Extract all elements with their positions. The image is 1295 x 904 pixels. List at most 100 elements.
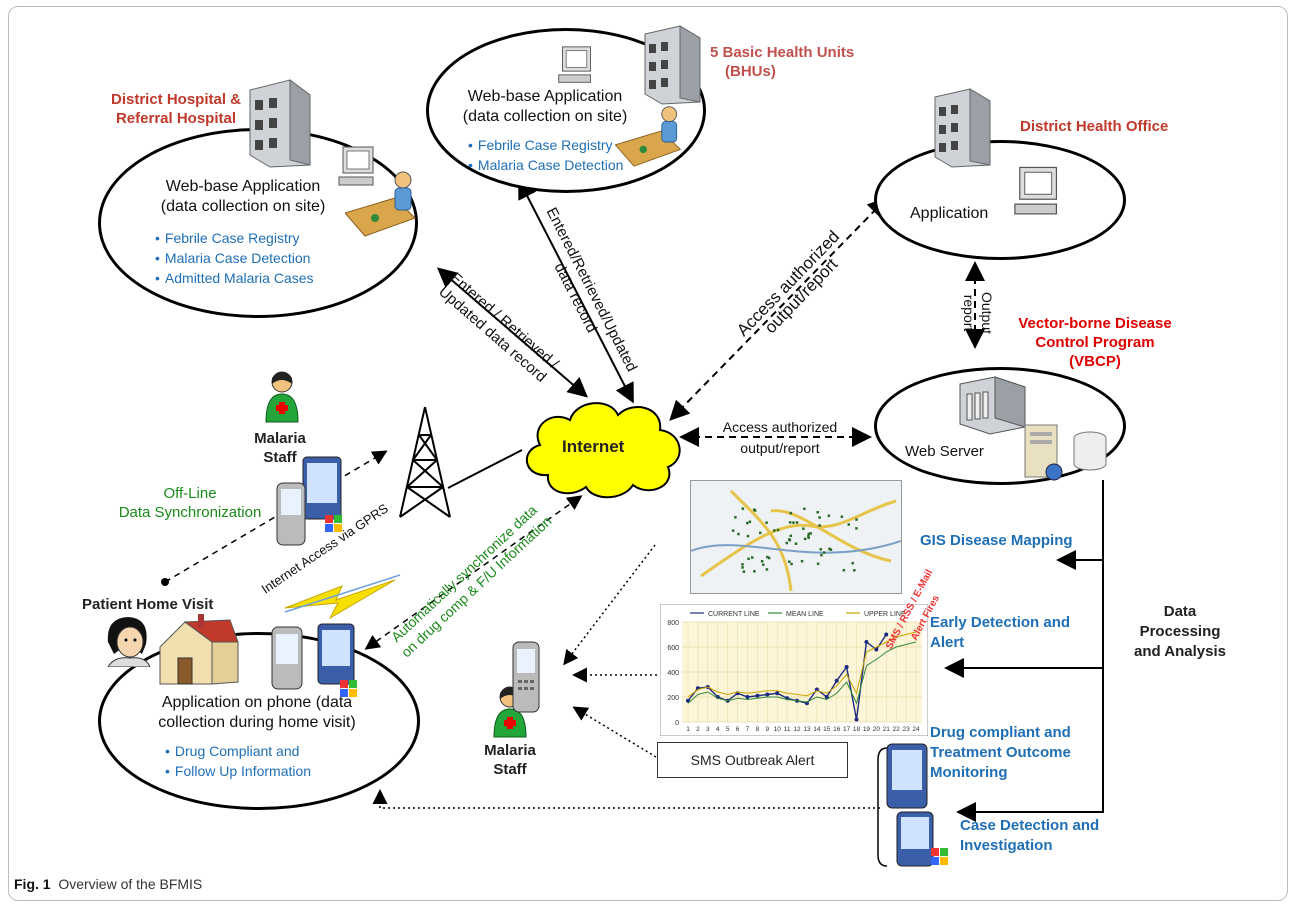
chart-xtick-label: 10 bbox=[774, 726, 782, 733]
dho-app-label: Application bbox=[910, 205, 989, 222]
chart-xtick-label: 15 bbox=[823, 726, 831, 733]
database-server-icon bbox=[1024, 424, 1107, 481]
map-case-dot bbox=[758, 531, 762, 535]
chart-point bbox=[874, 647, 879, 652]
chart-xtick-label: 6 bbox=[736, 726, 740, 733]
staff-top-line2: Staff bbox=[263, 449, 297, 466]
home-app-line1: Application on phone (data bbox=[161, 694, 353, 711]
map-case-dot bbox=[752, 508, 756, 511]
map-case-dot bbox=[746, 534, 750, 538]
dho-title: District Health Office bbox=[1020, 118, 1169, 135]
chart-xtick-label: 1 bbox=[686, 726, 690, 733]
output-line2: report bbox=[961, 294, 977, 332]
bhu-title-line2: (BHUs) bbox=[725, 63, 776, 80]
gprs-tower-icon bbox=[399, 406, 451, 518]
chart-legend-label: CURRENT LINE bbox=[708, 611, 760, 618]
vbcp-flow-line2: output/report bbox=[740, 440, 820, 456]
processing-line1: Data bbox=[1163, 603, 1197, 620]
processing-line3: and Analysis bbox=[1134, 643, 1226, 660]
caption-label: Fig. 1 bbox=[14, 876, 51, 892]
map-case-dot bbox=[747, 557, 750, 561]
chart-point bbox=[864, 640, 869, 644]
map-case-dot bbox=[766, 555, 769, 559]
home-house-icon bbox=[159, 614, 239, 685]
hospital-title-line2: Referral Hospital bbox=[115, 110, 237, 127]
chart-xtick-label: 14 bbox=[813, 726, 821, 733]
map-case-dot bbox=[785, 541, 789, 545]
dho-building-icon bbox=[934, 88, 991, 168]
bhu-title-line1: 5 Basic Health Units bbox=[710, 44, 855, 61]
internet-cloud bbox=[525, 402, 681, 499]
staff-bottom-line2: Staff bbox=[493, 761, 527, 778]
dho-internet-arrow bbox=[669, 197, 888, 421]
map-case-dot bbox=[847, 523, 851, 526]
chart-xtick-label: 17 bbox=[843, 726, 851, 733]
output-report-label: Output report bbox=[960, 283, 996, 343]
map-case-dot bbox=[742, 570, 746, 573]
chart-ytick-label: 800 bbox=[667, 620, 679, 627]
drug-home-dotted bbox=[372, 789, 880, 809]
chart-grid bbox=[682, 621, 922, 723]
chart-point bbox=[834, 678, 839, 683]
map-case-dot bbox=[734, 516, 737, 519]
chart-xtick-label: 19 bbox=[863, 726, 871, 733]
map-case-dot bbox=[794, 542, 798, 545]
chart-xtick-label: 9 bbox=[765, 726, 769, 733]
chart-ytick-label: 400 bbox=[667, 670, 679, 677]
chart-series-line bbox=[687, 631, 917, 698]
drug-label-line2: Treatment Outcome bbox=[930, 744, 1071, 761]
field-pda-icon-2 bbox=[896, 811, 948, 867]
chart-point bbox=[884, 632, 889, 637]
vbcp-flow-line1: Access authorized bbox=[722, 419, 838, 435]
chart-xtick-label: 4 bbox=[716, 726, 720, 733]
map-case-dot bbox=[787, 538, 791, 541]
map-case-dot bbox=[842, 568, 846, 572]
sms-staff-dotted bbox=[572, 706, 657, 758]
hospital-bullets: Febrile Case Registry Malaria Case Detec… bbox=[155, 228, 314, 288]
offline-line2: Data Synchronization bbox=[118, 504, 262, 521]
chart-series bbox=[686, 631, 917, 722]
map-case-dot bbox=[762, 563, 765, 566]
gprs-lightning bbox=[284, 579, 396, 620]
chart-xtick-label: 12 bbox=[793, 726, 801, 733]
map-case-dot bbox=[792, 521, 795, 524]
staff-bottom-line1: Malaria bbox=[484, 742, 536, 759]
home-bullet: Follow Up Information bbox=[165, 761, 311, 781]
vbcp-title-line2: Control Program bbox=[1035, 334, 1155, 351]
gis-label: GIS Disease Mapping bbox=[920, 532, 1073, 549]
home-bullet: Drug Compliant and bbox=[165, 741, 311, 761]
dho-computer-icon bbox=[1014, 166, 1058, 215]
gis-map-image bbox=[690, 480, 902, 594]
chart-xtick-label: 22 bbox=[893, 726, 901, 733]
vbcp-title-line1: Vector-borne Disease bbox=[1018, 315, 1172, 332]
chart-point bbox=[854, 717, 859, 722]
home-app-line2: collection during home visit) bbox=[158, 714, 356, 731]
map-case-dot bbox=[807, 534, 810, 538]
vbcp-title-line3: (VBCP) bbox=[1069, 353, 1121, 370]
bhu-bullet: Febrile Case Registry bbox=[468, 135, 623, 155]
drug-label-line3: Monitoring bbox=[930, 764, 1008, 781]
home-visit-title: Patient Home Visit bbox=[82, 596, 214, 613]
malaria-staff-top-icon bbox=[265, 371, 299, 423]
patient-icon bbox=[107, 617, 151, 667]
map-case-dot bbox=[790, 562, 793, 566]
map-case-dot bbox=[816, 562, 820, 566]
chart-xtick-label: 11 bbox=[784, 726, 791, 733]
map-case-dot bbox=[760, 559, 764, 563]
map-case-dot bbox=[816, 510, 819, 514]
map-case-dot bbox=[767, 556, 771, 560]
internet-label: Internet bbox=[562, 437, 625, 456]
caption-text: Overview of the BFMIS bbox=[58, 876, 203, 892]
tower-internet-line bbox=[447, 449, 523, 489]
malaria-staff-bottom-icon bbox=[493, 686, 527, 738]
chart-xtick-label: 13 bbox=[803, 726, 811, 733]
bhu-app-line1: Web-base Application bbox=[467, 88, 623, 105]
staff-mobile-icon bbox=[512, 641, 540, 713]
case-label-line2: Investigation bbox=[960, 837, 1053, 854]
map-case-dot bbox=[807, 536, 810, 539]
chart-point bbox=[755, 693, 760, 698]
map-case-dot bbox=[822, 551, 826, 554]
map-case-dot bbox=[741, 563, 744, 566]
